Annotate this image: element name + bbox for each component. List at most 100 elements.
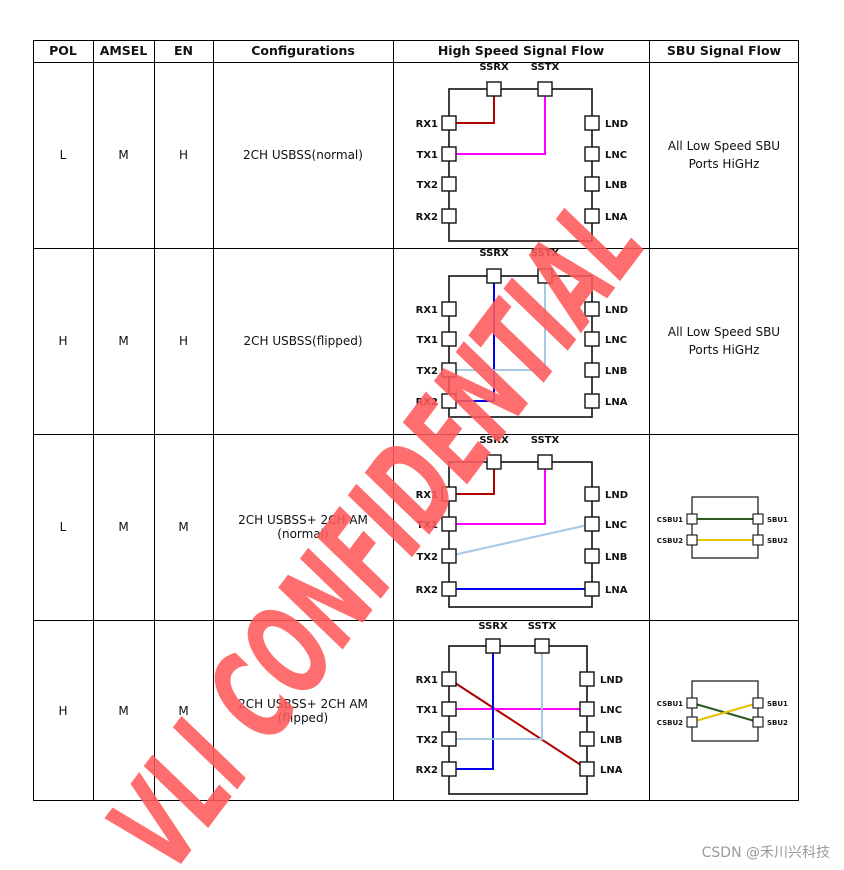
- signal-sstx-tx1: [449, 89, 546, 155]
- pin-sbu2: [752, 716, 764, 728]
- pin-tx2: [441, 731, 457, 747]
- header-amsel: AMSEL: [99, 43, 148, 58]
- pin-sbu2: [752, 534, 764, 546]
- pin-label-rx2: RX2: [416, 585, 438, 596]
- signal-tx2-lnc: [448, 523, 593, 557]
- pin-label-lnb: LNB: [605, 180, 627, 191]
- pin-label-ssrx: SSRX: [479, 62, 509, 73]
- pin-ssrx: [485, 638, 501, 654]
- pin-rx2: [441, 581, 457, 597]
- pin-lna: [584, 208, 600, 224]
- pin-label-lnb: LNB: [605, 552, 627, 563]
- pin-rx1: [441, 671, 457, 687]
- pin-lnd: [584, 486, 600, 502]
- signal-flow-table: POL AMSEL EN Configurations High Speed S…: [33, 40, 799, 801]
- pin-label-lnc: LNC: [600, 705, 622, 716]
- pin-rx1: [441, 486, 457, 502]
- row-divider: [33, 620, 799, 621]
- row3-en: M: [178, 520, 189, 534]
- pin-label-sstx: SSTX: [531, 62, 560, 73]
- pin-lnb: [579, 731, 595, 747]
- row2-amsel: M: [118, 334, 129, 348]
- header-divider: [33, 62, 799, 63]
- pin-label-lnd: LND: [600, 675, 623, 686]
- pin-lnc: [584, 331, 600, 347]
- pin-tx1: [441, 701, 457, 717]
- pin-sstx: [537, 268, 553, 284]
- pin-rx2: [441, 761, 457, 777]
- row1-sbu-text: All Low Speed SBU Ports HiGHz: [667, 139, 781, 171]
- header-high-speed-flow: High Speed Signal Flow: [437, 43, 605, 58]
- row4-amsel: M: [118, 703, 129, 718]
- col-divider: [649, 40, 650, 801]
- pin-label-csbu2: CSBU2: [657, 719, 683, 727]
- pin-label-ssrx: SSRX: [479, 435, 509, 446]
- pin-tx2: [441, 176, 457, 192]
- pin-rx2: [441, 393, 457, 409]
- switch-outline: [448, 88, 593, 242]
- pin-rx2: [441, 208, 457, 224]
- pin-label-lnb: LNB: [605, 366, 627, 377]
- pin-lnc: [584, 516, 600, 532]
- pin-label-ssrx: SSRX: [478, 621, 508, 632]
- col-divider: [393, 40, 394, 801]
- pin-label-csbu2: CSBU2: [657, 537, 683, 545]
- pin-label-rx1: RX1: [416, 305, 438, 316]
- row2-pol: H: [58, 334, 68, 348]
- row2-sbu-text: All Low Speed SBU Ports HiGHz: [667, 325, 781, 357]
- table-border-right: [798, 40, 799, 801]
- pin-label-rx2: RX2: [416, 212, 438, 223]
- pin-label-rx1: RX1: [416, 119, 438, 130]
- col-divider: [33, 40, 34, 801]
- signal-ssrx-rx1: [449, 89, 495, 124]
- pin-label-lna: LNA: [605, 212, 628, 223]
- pin-lnb: [584, 176, 600, 192]
- signal-ssrx-rx2: [449, 646, 494, 770]
- pin-label-lnc: LNC: [605, 335, 627, 346]
- pin-csbu2: [686, 716, 698, 728]
- pin-tx1: [441, 146, 457, 162]
- row2-config: 2CH USBSS(flipped): [243, 334, 363, 348]
- signal-ssrx-rx2: [449, 276, 495, 402]
- sbu-switch-outline: [691, 496, 759, 559]
- pin-label-lnc: LNC: [605, 150, 627, 161]
- pin-rx1: [441, 301, 457, 317]
- row2-en: H: [178, 334, 189, 348]
- pin-label-tx1: TX1: [417, 520, 439, 531]
- pin-csbu2: [686, 534, 698, 546]
- pin-label-sbu2: SBU2: [767, 719, 788, 727]
- pin-lnc: [584, 146, 600, 162]
- row1-pol: L: [59, 148, 67, 162]
- pin-label-sstx: SSTX: [528, 621, 557, 632]
- pin-label-csbu1: CSBU1: [657, 516, 683, 524]
- signal-rx1-lna: [448, 678, 588, 770]
- row4-config: 2CH USBSS+ 2CH AM (flipped): [238, 696, 368, 725]
- table-border-bottom: [33, 800, 799, 801]
- pin-label-lnd: LND: [605, 305, 628, 316]
- pin-label-tx2: TX2: [417, 735, 439, 746]
- signal-sstx-tx2: [449, 646, 543, 740]
- pin-lna: [584, 393, 600, 409]
- row3-config: 2CH USBSS+ 2CH AM (normal): [238, 513, 368, 541]
- switch-outline: [448, 461, 593, 608]
- signal-sstx-tx1: [449, 462, 546, 525]
- pin-sbu1: [752, 513, 764, 525]
- pin-label-sstx: SSTX: [531, 248, 560, 259]
- pin-lnb: [584, 362, 600, 378]
- sbu-switch-outline: [691, 680, 759, 742]
- pin-ssrx: [486, 268, 502, 284]
- pin-label-csbu1: CSBU1: [657, 700, 683, 708]
- pin-lna: [579, 761, 595, 777]
- col-divider: [213, 40, 214, 801]
- pin-ssrx: [486, 81, 502, 97]
- pin-label-tx1: TX1: [417, 335, 439, 346]
- pin-rx1: [441, 115, 457, 131]
- row3-amsel: M: [118, 520, 129, 534]
- pin-label-rx2: RX2: [416, 765, 438, 776]
- pin-label-lna: LNA: [600, 765, 623, 776]
- switch-outline: [448, 645, 588, 795]
- pin-lna: [584, 581, 600, 597]
- pin-lnd: [584, 115, 600, 131]
- pin-label-lnc: LNC: [605, 520, 627, 531]
